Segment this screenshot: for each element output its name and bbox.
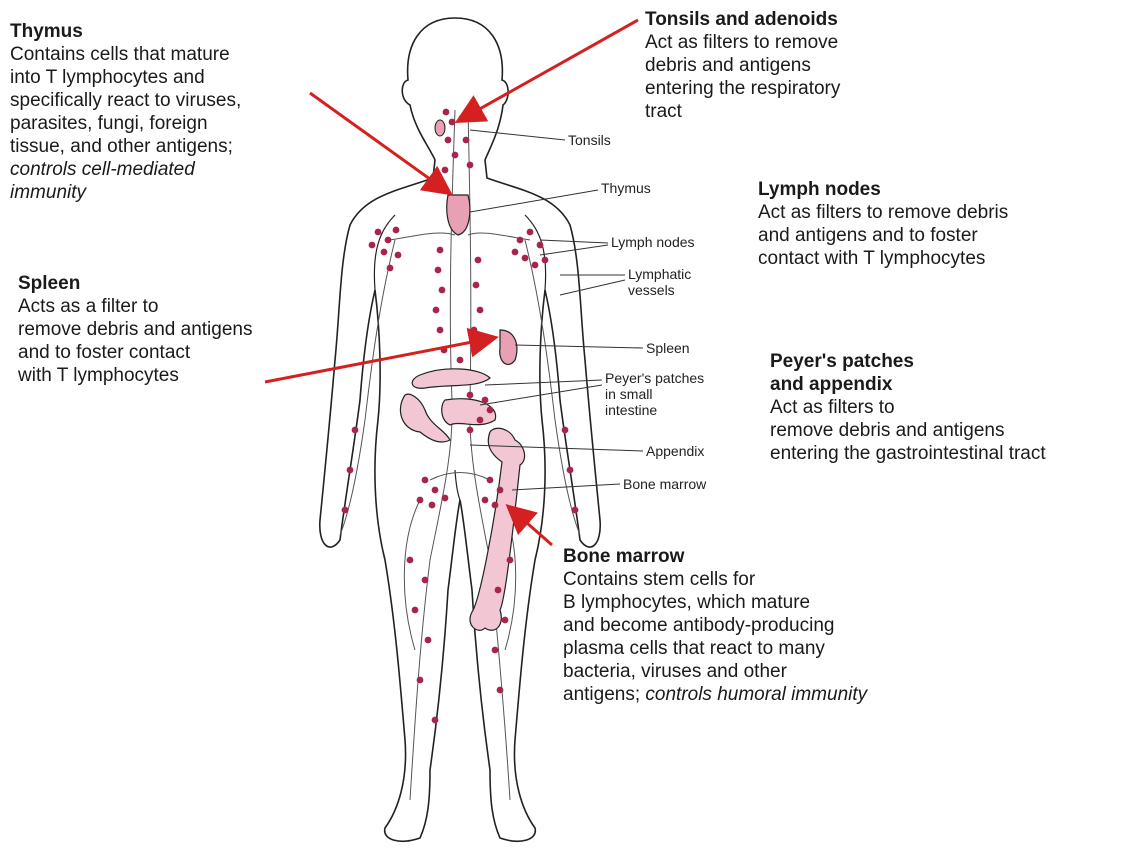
lymph-node-dot [442, 495, 449, 502]
lymph-node-dot [385, 237, 392, 244]
lymph-node-dot [342, 507, 349, 514]
lymph-node-dot [445, 137, 452, 144]
lymph-node-dot [407, 557, 414, 564]
lymph-node-dot [482, 497, 489, 504]
lymph-node-dot [422, 577, 429, 584]
callout-lymph-nodes-body: Act as filters to remove debris and anti… [758, 201, 1008, 270]
callout-bone-marrow-title: Bone marrow [563, 545, 867, 568]
lymph-node-dot [437, 247, 444, 254]
lymph-node-dot [432, 717, 439, 724]
femur-bone [470, 428, 525, 630]
label-lymph-nodes: Lymph nodes [611, 234, 695, 250]
lymph-node-dot [417, 497, 424, 504]
lymph-node-dot [429, 502, 436, 509]
label-thymus: Thymus [601, 180, 651, 196]
callout-arrows [265, 20, 638, 545]
lymph-node-dot [375, 229, 382, 236]
callout-tonsils-body: Act as filters to remove debris and anti… [645, 31, 840, 123]
lymph-node-dot [497, 687, 504, 694]
lymph-node-dot [435, 267, 442, 274]
lymph-node-dot [477, 307, 484, 314]
callout-peyers-body: Act as filters to remove debris and anti… [770, 396, 1046, 465]
lymph-node-dot [432, 487, 439, 494]
label-lymphatic-vessels: Lymphatic vessels [628, 266, 691, 298]
lymph-node-dot [381, 249, 388, 256]
spleen-organ [500, 330, 517, 364]
lymph-node-dot [537, 242, 544, 249]
lymph-node-dot [522, 255, 529, 262]
label-spleen: Spleen [646, 340, 690, 356]
callout-thymus-title: Thymus [10, 20, 241, 43]
callout-tonsils: Tonsils and adenoids Act as filters to r… [645, 8, 840, 123]
intestine-organ [400, 369, 495, 442]
body-outline [320, 18, 600, 841]
lymph-node-dot [492, 502, 499, 509]
lymph-node-dot [412, 607, 419, 614]
lymph-node-dot [439, 287, 446, 294]
callout-lymph-nodes: Lymph nodes Act as filters to remove deb… [758, 178, 1008, 270]
lymph-node-dot [347, 467, 354, 474]
lymph-node-dot [449, 119, 456, 126]
tonsils-organ [435, 120, 445, 136]
lymph-node-dot [507, 557, 514, 564]
lymph-node-dot [487, 477, 494, 484]
lymph-node-dot [467, 427, 474, 434]
lymph-node-dot [387, 265, 394, 272]
lymph-node-dot [422, 477, 429, 484]
label-peyers-patches: Peyer's patches in small intestine [605, 370, 704, 418]
lymph-node-dot [467, 392, 474, 399]
lymph-node-dot [477, 417, 484, 424]
lymph-node-dot [517, 237, 524, 244]
lymph-node-dot [567, 467, 574, 474]
lymph-node-dot [502, 617, 509, 624]
callout-bone-marrow-italic: controls humoral immunity [645, 684, 867, 705]
lymph-node-dot [471, 327, 478, 334]
callout-spleen-body: Acts as a filter to remove debris and an… [18, 295, 252, 387]
lymph-node-dot [482, 397, 489, 404]
lymph-node-dot [487, 407, 494, 414]
label-tonsils: Tonsils [568, 132, 611, 148]
lymph-node-dot [393, 227, 400, 234]
lymph-node-dot [369, 242, 376, 249]
lymph-node-dot [473, 282, 480, 289]
lymph-node-dot [467, 162, 474, 169]
callout-thymus: Thymus Contains cells that mature into T… [10, 20, 241, 204]
lymph-node-dot [532, 262, 539, 269]
lymph-node-dot [417, 677, 424, 684]
callout-spleen: Spleen Acts as a filter to remove debris… [18, 272, 252, 387]
lymph-node-dot [443, 109, 450, 116]
lymph-node-dot [572, 507, 579, 514]
lymph-node-dot [452, 152, 459, 159]
lymph-node-dot [437, 327, 444, 334]
callout-lymph-nodes-title: Lymph nodes [758, 178, 1008, 201]
callout-thymus-italic: controls cell-mediated immunity [10, 158, 241, 204]
callout-thymus-body: Contains cells that mature into T lympho… [10, 43, 241, 158]
lymph-node-dot [527, 229, 534, 236]
lymph-node-dot [425, 637, 432, 644]
thymus-organ [447, 195, 470, 235]
lymph-node-dot [497, 487, 504, 494]
callout-tonsils-title: Tonsils and adenoids [645, 8, 840, 31]
lymph-node-dot [492, 647, 499, 654]
lymph-node-dot [352, 427, 359, 434]
lymph-node-dot [395, 252, 402, 259]
lymph-node-dot [512, 249, 519, 256]
lymph-node-dot [475, 257, 482, 264]
callout-peyers-title: Peyer's patches and appendix [770, 350, 1046, 396]
lymph-node-dot [433, 307, 440, 314]
lymph-node-dot [562, 427, 569, 434]
lymph-node-dot [442, 167, 449, 174]
label-appendix: Appendix [646, 443, 704, 459]
lymph-node-dot [495, 587, 502, 594]
callout-spleen-title: Spleen [18, 272, 252, 295]
label-bone-marrow: Bone marrow [623, 476, 706, 492]
callout-bone-marrow: Bone marrow Contains stem cells for B ly… [563, 545, 867, 706]
callout-peyers-patches: Peyer's patches and appendix Act as filt… [770, 350, 1046, 465]
lymph-node-dot [457, 357, 464, 364]
lymph-node-dot [463, 137, 470, 144]
lymph-node-dot [542, 257, 549, 264]
